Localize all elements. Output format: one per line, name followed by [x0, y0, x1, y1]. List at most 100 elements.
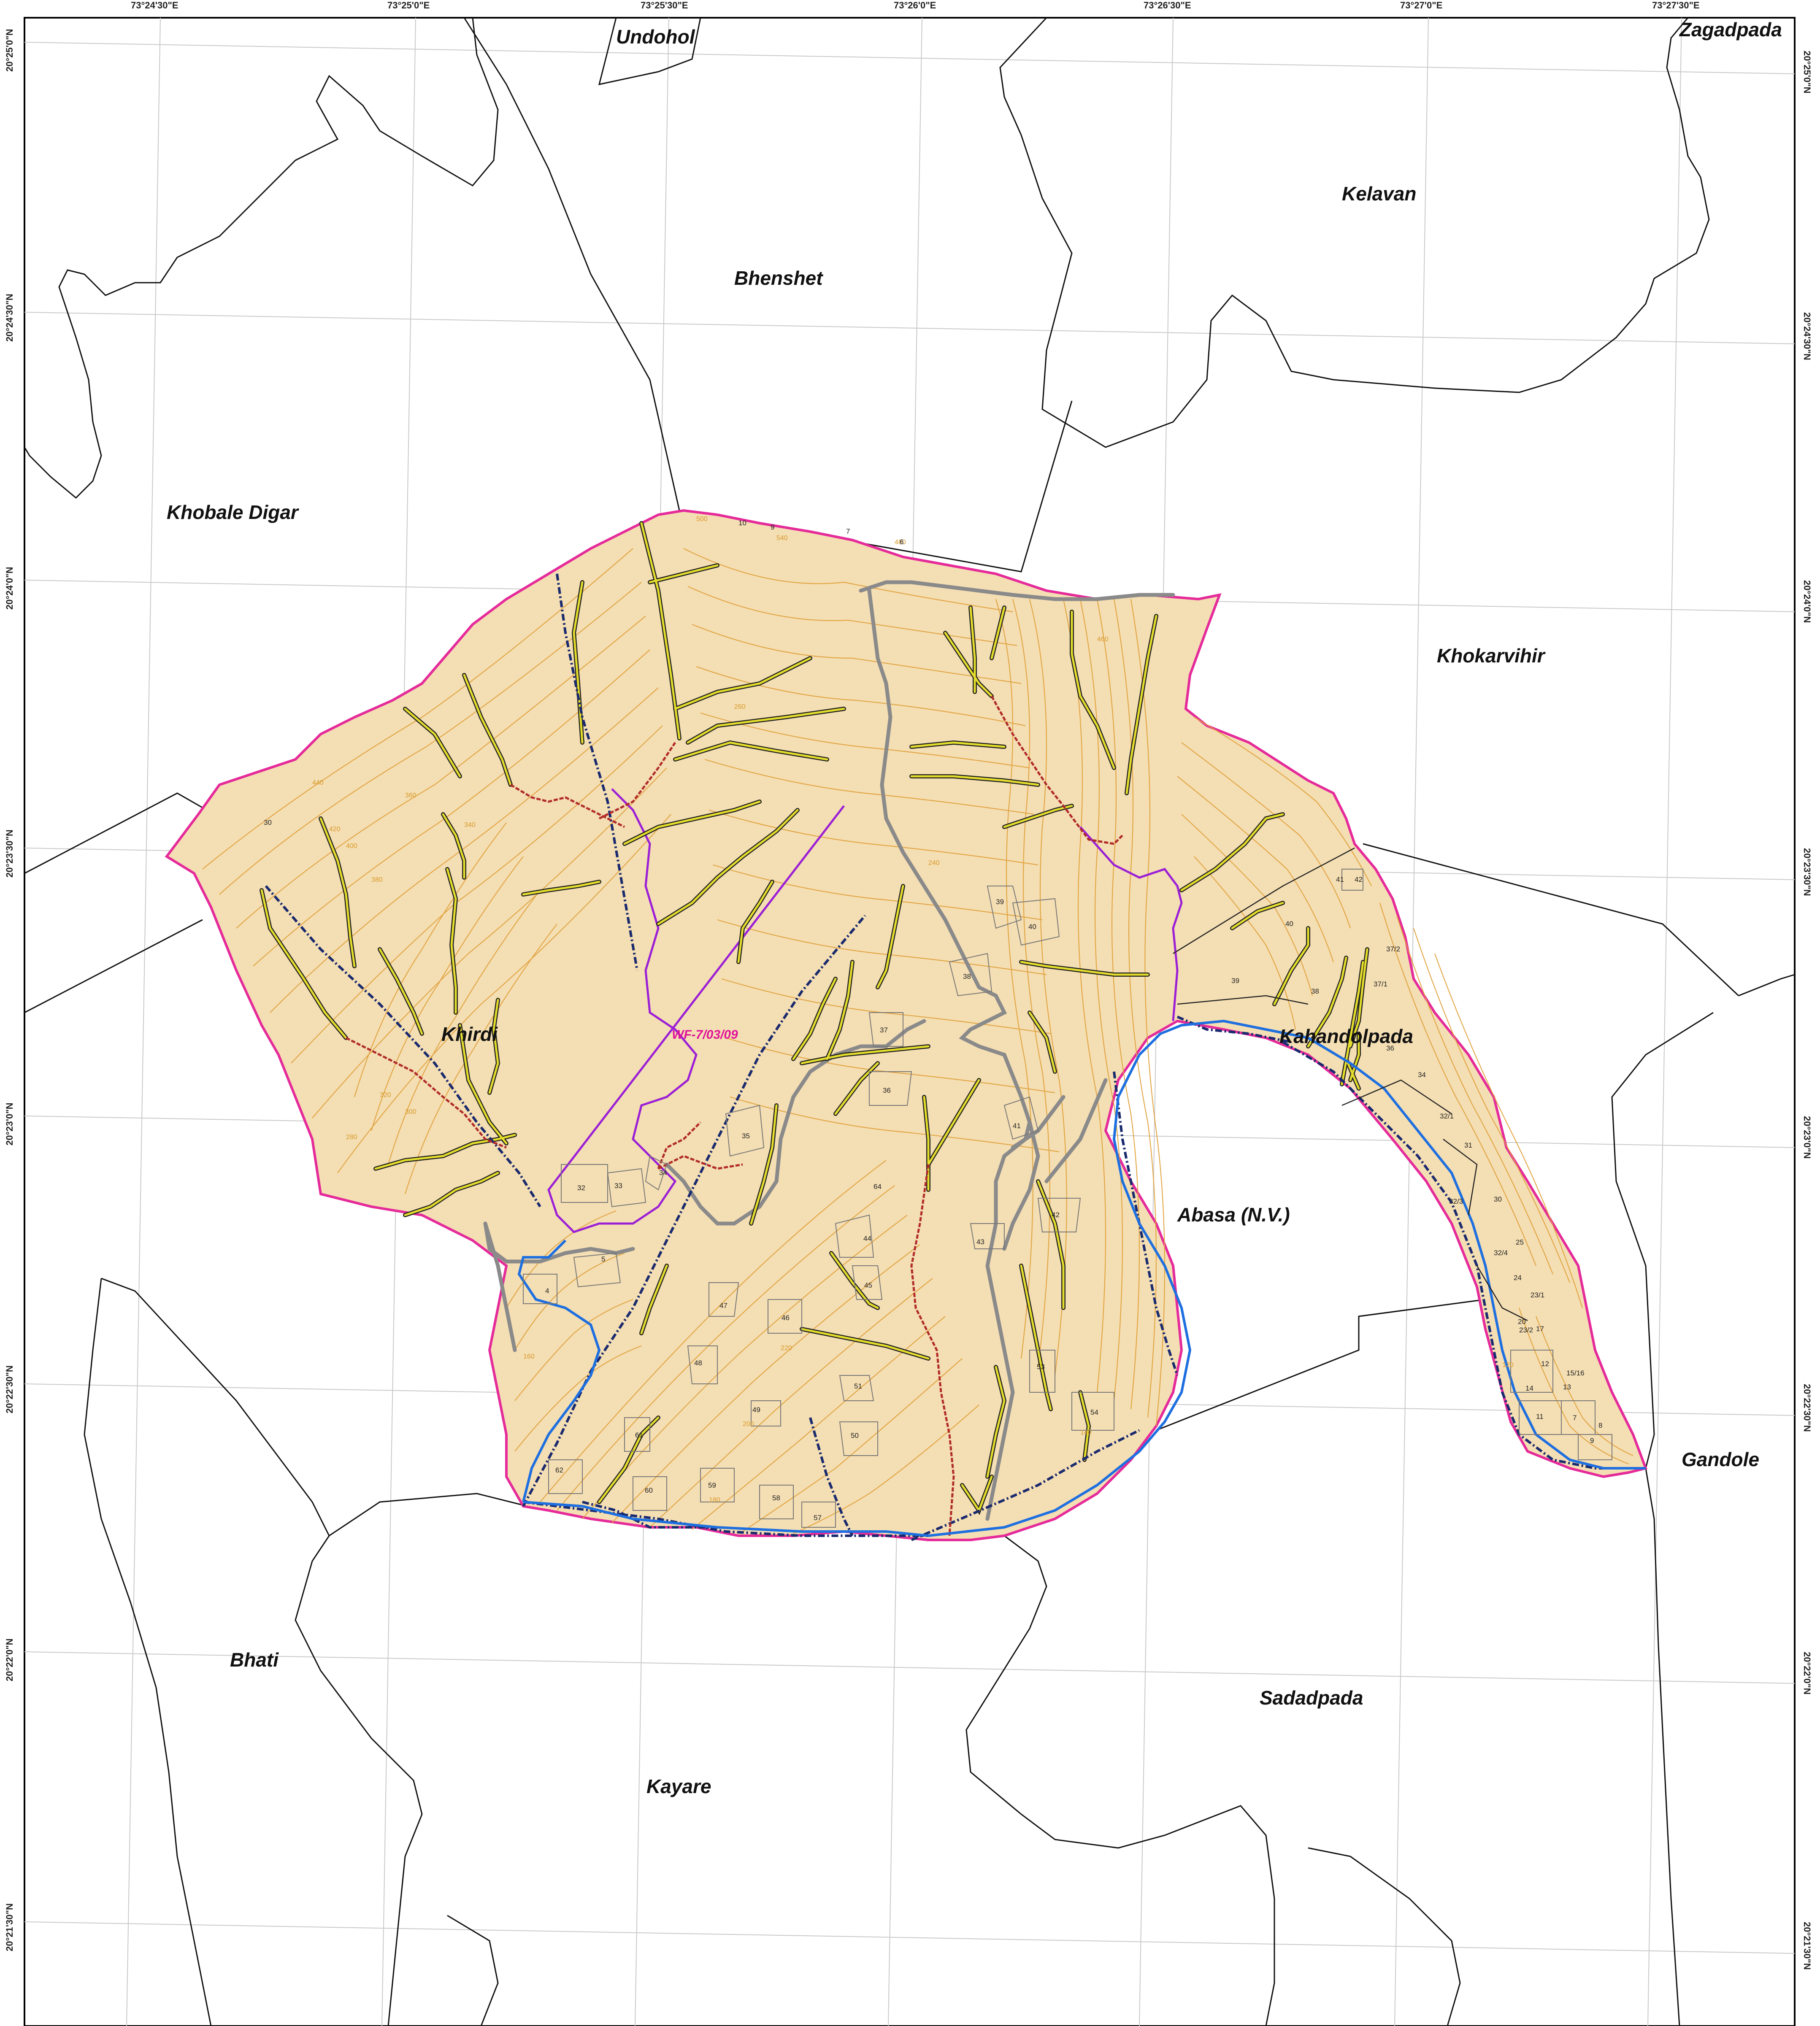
left-tick-label: 20°22'30"N — [4, 1365, 15, 1413]
survey-number: 51 — [854, 1382, 862, 1390]
survey-number: 31 — [1464, 1141, 1472, 1149]
survey-number: 36 — [1386, 1044, 1394, 1052]
forest-compartment-area — [165, 509, 1647, 1541]
village-label-kahandolpada: Kahandolpada — [1279, 1025, 1413, 1047]
village-boundaries — [24, 17, 1795, 2026]
survey-number: 24 — [1514, 1274, 1522, 1282]
svg-text:120: 120 — [1502, 1361, 1514, 1369]
svg-text:320: 320 — [380, 1091, 391, 1099]
survey-number: 37/2 — [1386, 945, 1400, 953]
right-tick-label: 20°22'0"N — [1802, 1652, 1812, 1695]
survey-number: 30 — [264, 819, 272, 827]
compartment-lines — [265, 573, 1646, 1541]
survey-number: 45 — [864, 1281, 872, 1289]
survey-number: 34 — [1418, 1071, 1426, 1079]
svg-text:240: 240 — [928, 859, 940, 867]
survey-number: 11 — [1536, 1413, 1544, 1421]
top-tick-label: 73°26'0"E — [894, 0, 936, 11]
svg-text:420: 420 — [329, 826, 341, 833]
village-label-kayare: Kayare — [646, 1775, 711, 1797]
svg-text:220: 220 — [781, 1345, 792, 1352]
top-tick-label: 73°27'0"E — [1400, 0, 1442, 11]
survey-number: 36 — [883, 1086, 891, 1094]
right-tick-label: 20°22'30"N — [1802, 1384, 1812, 1432]
survey-number: 42 — [1355, 875, 1363, 883]
survey-number: 40 — [1285, 920, 1293, 928]
section-lines — [1173, 847, 1528, 1321]
village-label-sadadpada: Sadadpada — [1260, 1687, 1363, 1709]
village-label-khokarvihir: Khokarvihir — [1437, 645, 1546, 667]
top-tick-label: 73°27'30"E — [1652, 0, 1700, 11]
svg-text:140: 140 — [1080, 1429, 1092, 1436]
river — [517, 1019, 1646, 1537]
survey-number: 14 — [1525, 1384, 1533, 1392]
svg-text:380: 380 — [371, 876, 383, 883]
survey-number: 7 — [846, 527, 850, 535]
survey-number: 32/4 — [1494, 1249, 1508, 1257]
ridge-lines — [483, 580, 1175, 1521]
village-label-zagadpada: Zagadpada — [1679, 19, 1782, 41]
survey-number: 7 — [1573, 1414, 1577, 1422]
survey-number: 54 — [1090, 1408, 1098, 1416]
right-tick-label: 20°23'30"N — [1802, 848, 1812, 896]
survey-number: 32 — [577, 1184, 585, 1192]
svg-text:280: 280 — [346, 1134, 357, 1141]
survey-number: 23/1 — [1531, 1291, 1544, 1299]
svg-text:400: 400 — [346, 843, 357, 850]
survey-number: 33 — [614, 1182, 622, 1190]
village-label-bhati: Bhati — [230, 1649, 279, 1671]
village-label-bhenshet: Bhenshet — [734, 267, 823, 289]
village-label-gandole: Gandole — [1682, 1448, 1759, 1470]
survey-number: 41 — [1336, 875, 1344, 883]
survey-number: 10 — [738, 519, 746, 527]
svg-text:480: 480 — [895, 539, 906, 546]
left-coordinate-ticks: 20°25'0"N 20°24'30"N 20°24'0"N 20°23'30"… — [4, 29, 15, 1951]
survey-number: 15/16 — [1566, 1369, 1585, 1377]
village-label-abasa: Abasa (N.V.) — [1177, 1204, 1290, 1226]
svg-text:460: 460 — [1097, 636, 1109, 643]
survey-number: 23/2 — [1519, 1326, 1533, 1334]
survey-number: 32/3 — [1449, 1197, 1463, 1205]
left-tick-label: 20°25'0"N — [4, 29, 15, 72]
watershed-line — [547, 788, 1183, 1233]
survey-number: 58 — [772, 1494, 780, 1502]
survey-number: 43 — [976, 1238, 984, 1246]
svg-text:180: 180 — [709, 1497, 720, 1504]
survey-number: 39 — [1231, 977, 1239, 985]
survey-number: 35 — [742, 1132, 750, 1140]
survey-number: 62 — [555, 1466, 563, 1474]
survey-number: 44 — [863, 1235, 871, 1243]
right-tick-label: 20°21'30"N — [1802, 1922, 1812, 1970]
right-tick-label: 20°23'0"N — [1802, 1116, 1812, 1159]
survey-number: 47 — [719, 1302, 727, 1310]
forest-id-label: WF-7/03/09 — [672, 1028, 738, 1042]
village-labels: Undohol Zagadpada Kelavan Bhenshet Khoba… — [167, 19, 1782, 1797]
right-tick-label: 20°24'0"N — [1802, 580, 1812, 623]
survey-number: 60 — [645, 1486, 653, 1494]
top-tick-label: 73°26'30"E — [1144, 0, 1191, 11]
survey-number: 13 — [1563, 1383, 1571, 1391]
top-tick-label: 73°25'0"E — [387, 0, 430, 11]
left-tick-label: 20°24'0"N — [4, 567, 15, 610]
contour-labels: 500 540 480 460 440 420 400 380 360 340 … — [312, 516, 1514, 1504]
left-tick-label: 20°22'0"N — [4, 1638, 15, 1681]
survey-number: 38 — [963, 972, 971, 981]
survey-number: 38 — [1311, 987, 1319, 995]
svg-text:340: 340 — [464, 821, 476, 829]
top-coordinate-ticks: 73°24'30"E 73°25'0"E 73°25'30"E 73°26'0"… — [131, 0, 1700, 11]
survey-number: 61 — [635, 1431, 643, 1439]
svg-text:440: 440 — [312, 779, 324, 786]
footpaths — [345, 695, 1123, 1536]
top-tick-label: 73°25'30"E — [641, 0, 688, 11]
survey-number: 34 — [659, 1169, 667, 1177]
survey-number: 17 — [1536, 1325, 1544, 1333]
village-label-kelavan: Kelavan — [1342, 183, 1416, 205]
survey-number: 37 — [880, 1026, 888, 1034]
survey-number: 4 — [545, 1287, 549, 1295]
survey-number: 40 — [1028, 923, 1036, 931]
svg-text:500: 500 — [696, 516, 708, 523]
survey-number: 8 — [1598, 1421, 1602, 1429]
survey-number: 48 — [694, 1359, 702, 1367]
